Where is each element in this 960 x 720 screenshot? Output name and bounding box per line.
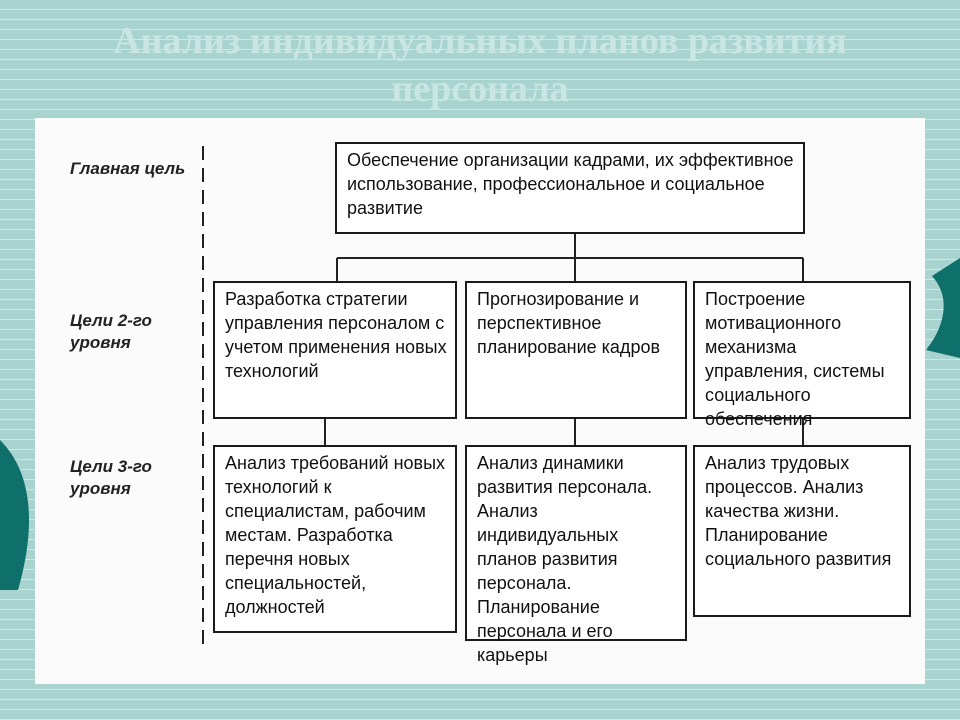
decorative-wave-left <box>0 440 30 590</box>
goal-tree-diagram: Главная цель Цели 2-го уровня Цели 3-го … <box>35 118 925 684</box>
level-label-third: Цели 3-го уровня <box>70 457 152 498</box>
level-label-second: Цели 2-го уровня <box>70 311 152 352</box>
slide-title-continued: персонала <box>391 68 569 110</box>
diagram-connectors <box>202 146 804 648</box>
third-level-box-technology: Анализ требований новых технологий к спе… <box>213 445 457 633</box>
third-level-box-social: Анализ трудовых процессов. Анализ качест… <box>693 445 911 617</box>
third-level-box-personnel: Анализ динамики развития персонала. Анал… <box>465 445 687 665</box>
main-goal-box: Обеспечение организации кадрами, их эффе… <box>335 142 805 234</box>
slide-title: Анализ индивидуальных планов развития <box>113 20 847 62</box>
second-level-box-forecasting: Прогнозирование и перспективное планиров… <box>465 281 687 419</box>
second-level-box-strategy: Разработка стратегии управления персонал… <box>213 281 457 419</box>
level-label-main: Главная цель <box>70 159 186 178</box>
decorative-wave-right <box>926 258 960 358</box>
second-level-box-motivation: Построение мотивационного механизма упра… <box>693 281 911 429</box>
